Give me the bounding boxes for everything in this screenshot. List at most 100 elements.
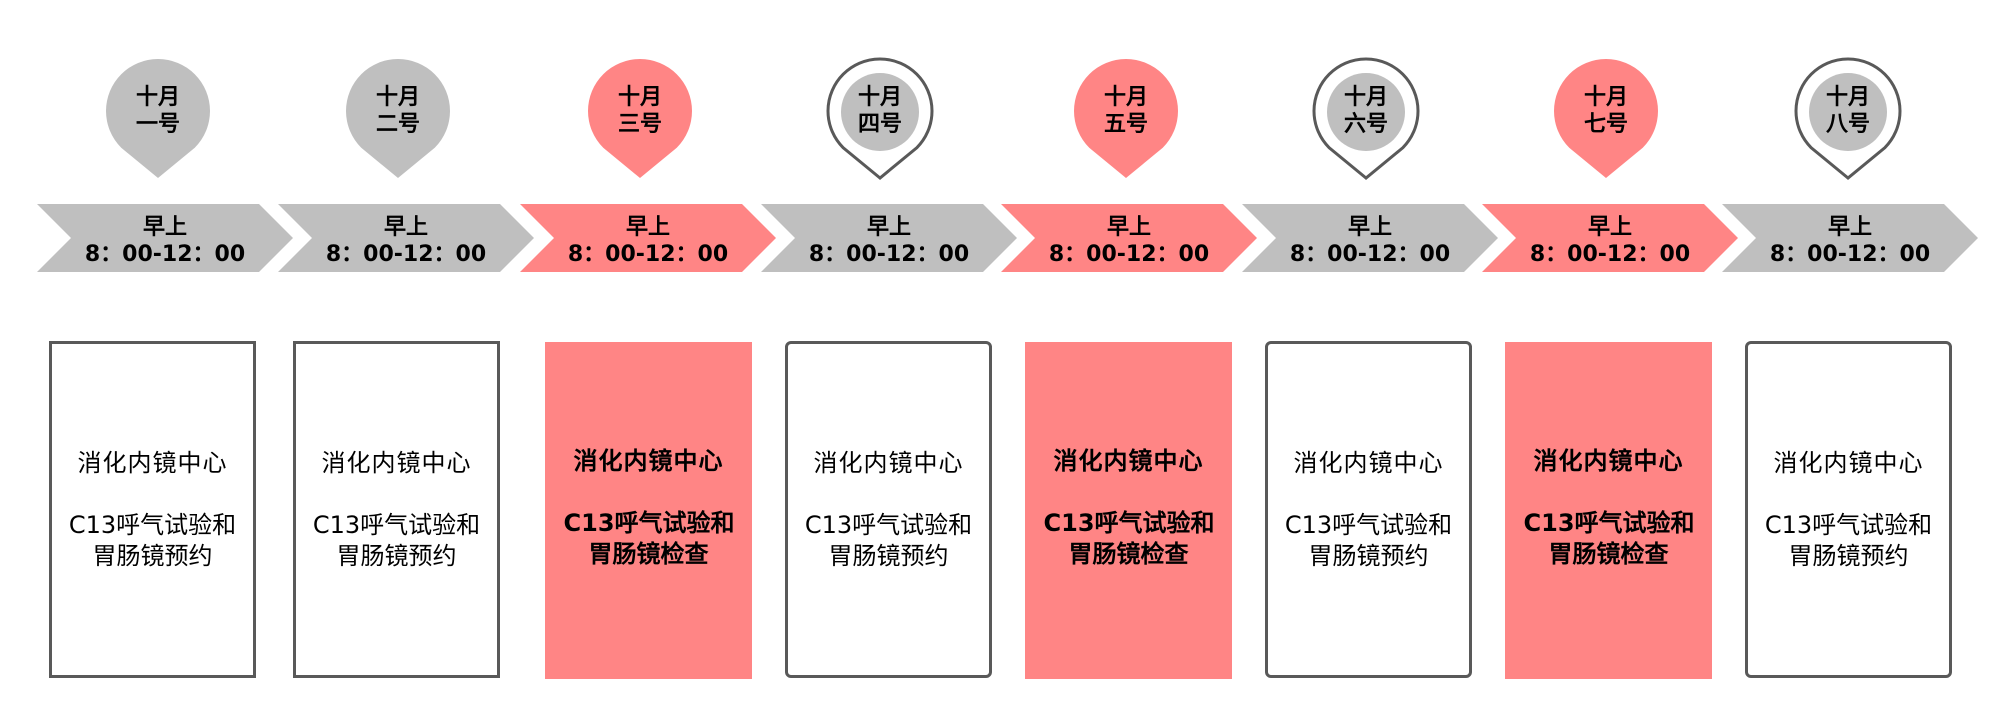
service-description-line1: C13呼气试验和: [1043, 509, 1215, 537]
session-label: 早上: [384, 215, 428, 240]
session-label: 早上: [1348, 215, 1392, 240]
pin-day-label: 五号: [1104, 112, 1148, 137]
department-name: 消化内镜中心: [813, 449, 964, 477]
pin-month-label: 十月: [376, 85, 420, 110]
service-description: C13呼气试验和胃肠镜检查: [1523, 508, 1695, 570]
department-name: 消化内镜中心: [1293, 449, 1444, 477]
pin-month-label: 十月: [1344, 85, 1388, 110]
service-description-line2: 胃肠镜预约: [92, 542, 213, 570]
pin-month-label: 十月: [618, 85, 662, 110]
service-description: C13呼气试验和胃肠镜检查: [563, 508, 735, 570]
service-description: C13呼气试验和胃肠镜预约: [1764, 510, 1934, 572]
chevron-arrow-shape: [761, 204, 1017, 272]
pin-month-label: 十月: [1826, 85, 1870, 110]
service-description-line2: 胃肠镜预约: [1788, 542, 1909, 570]
pin-inner-circle: [1809, 73, 1887, 151]
time-range-label: 8：00-12：00: [1049, 242, 1209, 267]
department-name: 消化内镜中心: [573, 447, 724, 475]
pin-day-label: 二号: [376, 112, 420, 137]
time-range-label: 8：00-12：00: [326, 242, 486, 267]
time-range-label: 8：00-12：00: [1530, 242, 1690, 267]
service-description: C13呼气试验和胃肠镜检查: [1043, 508, 1215, 570]
service-description-line2: 胃肠镜检查: [1548, 540, 1669, 568]
time-chevron: 早上8：00-12：00: [1242, 204, 1498, 272]
time-range-label: 8：00-12：00: [568, 242, 728, 267]
appointment-card: 消化内镜中心 C13呼气试验和胃肠镜预约: [293, 341, 500, 678]
time-chevron: 早上8：00-12：00: [1722, 204, 1978, 272]
appointment-card: 消化内镜中心 C13呼气试验和胃肠镜预约: [1265, 341, 1472, 678]
time-chevron: 早上8：00-12：00: [37, 204, 293, 272]
service-description-line1: C13呼气试验和: [804, 511, 973, 539]
pin-month-label: 十月: [1584, 85, 1628, 110]
department-name: 消化内镜中心: [77, 449, 228, 477]
pin-day-label: 四号: [858, 112, 902, 137]
time-chevron: 早上8：00-12：00: [520, 204, 776, 272]
pin-day-label: 七号: [1584, 112, 1628, 137]
service-description-line2: 胃肠镜预约: [828, 542, 949, 570]
session-label: 早上: [1588, 215, 1632, 240]
department-name: 消化内镜中心: [1053, 447, 1204, 475]
service-description: C13呼气试验和胃肠镜预约: [68, 510, 238, 572]
department-name: 消化内镜中心: [321, 449, 472, 477]
service-description: C13呼气试验和胃肠镜预约: [312, 510, 482, 572]
chevron-arrow-shape: [1722, 204, 1978, 272]
chevron-arrow-shape: [1482, 204, 1738, 272]
time-range-label: 8：00-12：00: [809, 242, 969, 267]
pin-marker-icon: [106, 59, 211, 179]
time-chevron: 早上8：00-12：00: [1482, 204, 1738, 272]
service-description-line1: C13呼气试验和: [1284, 511, 1453, 539]
pin-inner-circle: [1327, 73, 1405, 151]
service-description-line1: C13呼气试验和: [563, 509, 735, 537]
service-description-line2: 胃肠镜检查: [588, 540, 709, 568]
session-label: 早上: [867, 215, 911, 240]
pin-marker-icon: [1074, 58, 1179, 179]
service-description-line1: C13呼气试验和: [68, 511, 237, 539]
chevron-arrow-shape: [520, 204, 776, 272]
service-description-line1: C13呼气试验和: [312, 511, 481, 539]
department-name: 消化内镜中心: [1773, 449, 1924, 477]
chevron-arrow-shape: [278, 204, 534, 272]
time-range-label: 8：00-12：00: [1770, 242, 1930, 267]
session-label: 早上: [1107, 215, 1151, 240]
service-description-line2: 胃肠镜预约: [336, 542, 457, 570]
pin-day-label: 六号: [1344, 112, 1388, 137]
time-range-label: 8：00-12：00: [1290, 242, 1450, 267]
session-label: 早上: [626, 215, 670, 240]
pin-inner-circle: [841, 73, 919, 151]
service-description: C13呼气试验和胃肠镜预约: [804, 510, 974, 572]
time-chevron: 早上8：00-12：00: [1001, 204, 1257, 272]
service-description: C13呼气试验和胃肠镜预约: [1284, 510, 1454, 572]
appointment-card: 消化内镜中心 C13呼气试验和胃肠镜预约: [785, 341, 992, 678]
session-label: 早上: [143, 215, 187, 240]
appointment-card: 消化内镜中心 C13呼气试验和胃肠镜预约: [49, 341, 256, 678]
pin-marker-icon: [588, 58, 692, 178]
chevron-arrow-shape: [1242, 204, 1498, 272]
pin-day-label: 三号: [618, 112, 662, 137]
time-chevron: 早上8：00-12：00: [278, 204, 534, 272]
pin-day-label: 一号: [136, 112, 180, 137]
chevron-arrow-shape: [1001, 204, 1257, 272]
time-chevron: 早上8：00-12：00: [761, 204, 1017, 272]
service-description-line2: 胃肠镜检查: [1068, 540, 1189, 568]
appointment-card: 消化内镜中心 C13呼气试验和胃肠镜检查: [1025, 342, 1232, 679]
pin-marker-icon: [1554, 58, 1659, 179]
chevron-arrow-shape: [37, 204, 293, 272]
service-description-line2: 胃肠镜预约: [1308, 542, 1429, 570]
pin-month-label: 十月: [858, 85, 902, 110]
session-label: 早上: [1828, 215, 1872, 240]
service-description-line1: C13呼气试验和: [1523, 509, 1695, 537]
pin-day-label: 八号: [1826, 112, 1870, 137]
time-range-label: 8：00-12：00: [85, 242, 245, 267]
department-name: 消化内镜中心: [1533, 447, 1684, 475]
appointment-card: 消化内镜中心 C13呼气试验和胃肠镜检查: [1505, 342, 1712, 679]
pin-month-label: 十月: [136, 85, 180, 110]
